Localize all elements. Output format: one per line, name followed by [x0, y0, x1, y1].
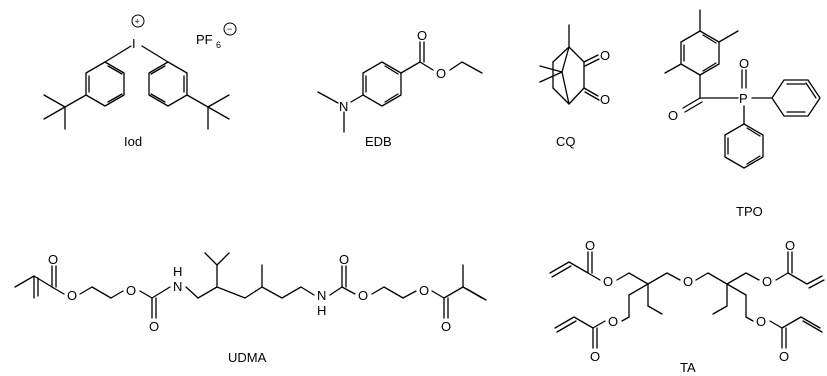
- ta-oxygen-5: O: [785, 238, 795, 253]
- molecule-tpo: O P O TPO: [664, 9, 821, 219]
- tpo-phosphorus: P: [739, 91, 748, 106]
- cq-caption: CQ: [556, 134, 576, 149]
- udma-nitrogen-2: N: [317, 288, 326, 303]
- iod-bonds: [43, 45, 230, 130]
- udma-hydrogen-2: H: [317, 303, 326, 318]
- ta-oxygen-3: O: [683, 274, 693, 289]
- edb-carbonyl-oxygen: O: [417, 28, 427, 43]
- udma-bonds: [14, 252, 487, 319]
- cq-oxygen-2: O: [600, 92, 610, 107]
- tpo-caption: TPO: [736, 204, 763, 219]
- udma-oxygen-4: O: [149, 319, 159, 334]
- molecule-cq: O O CQ: [539, 24, 610, 149]
- iod-counterion-subscript: 6: [216, 40, 221, 50]
- molecule-edb: O O N EDB: [317, 28, 483, 149]
- molecule-iod: I + PF 6 − Iod: [43, 14, 237, 149]
- ta-bonds: [549, 251, 825, 349]
- cq-oxygen-1: O: [600, 48, 610, 63]
- tpo-phosphoryl-oxygen: O: [739, 56, 749, 71]
- udma-oxygen-6: O: [358, 288, 368, 303]
- iod-iodine-label: I: [132, 36, 136, 51]
- ta-caption: TA: [680, 360, 696, 375]
- udma-oxygen-7: O: [419, 283, 429, 298]
- cq-bonds: [539, 24, 600, 105]
- edb-caption: EDB: [365, 134, 392, 149]
- molecule-udma: O O O O N H N H O O O O UDMA: [14, 252, 487, 365]
- ta-oxygen-1: O: [585, 238, 595, 253]
- ta-oxygen-8: O: [756, 314, 766, 329]
- iod-caption: Iod: [124, 134, 142, 149]
- molecule-ta: O O O O O O O O O TA: [549, 238, 825, 375]
- edb-ester-oxygen: O: [436, 66, 446, 81]
- ta-oxygen-4: O: [762, 274, 772, 289]
- tpo-carbonyl-oxygen: O: [668, 108, 678, 123]
- iod-plus-charge-circle: [131, 14, 145, 28]
- udma-oxygen-2: O: [67, 288, 77, 303]
- iod-counterion-label: PF: [196, 32, 213, 47]
- ta-oxygen-2: O: [603, 274, 613, 289]
- ta-oxygen-6: O: [608, 314, 618, 329]
- udma-oxygen-1: O: [48, 252, 58, 267]
- iod-minus-charge-circle: [223, 22, 237, 36]
- udma-caption: UDMA: [228, 350, 267, 365]
- udma-oxygen-8: O: [441, 319, 451, 334]
- udma-hydrogen-1: H: [173, 264, 182, 279]
- iod-plus-label: +: [135, 17, 140, 27]
- iod-minus-label: −: [227, 24, 232, 34]
- ta-oxygen-7: O: [590, 349, 600, 364]
- ta-oxygen-9: O: [779, 349, 789, 364]
- udma-oxygen-3: O: [126, 283, 136, 298]
- tpo-bonds: [664, 9, 821, 169]
- edb-bonds: [317, 41, 483, 133]
- edb-nitrogen: N: [339, 99, 348, 114]
- udma-oxygen-5: O: [339, 252, 349, 267]
- udma-nitrogen-1: N: [173, 279, 182, 294]
